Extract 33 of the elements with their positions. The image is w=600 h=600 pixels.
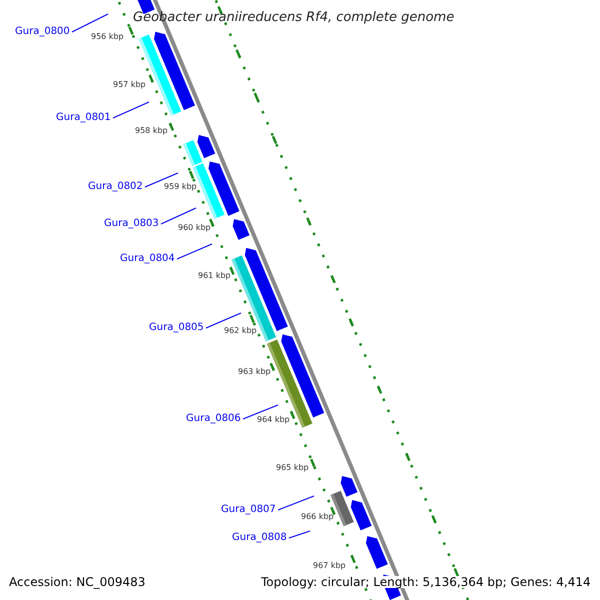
footer-text: Accession: NC_009483 xyxy=(9,576,146,588)
gene-label: Gura_0808 xyxy=(232,533,287,543)
scale-label: 963 kbp xyxy=(238,368,271,376)
leader-line xyxy=(72,14,108,32)
scale-label: 960 kbp xyxy=(178,224,211,232)
scale-label: 961 kbp xyxy=(198,272,231,280)
leader-line xyxy=(278,496,314,510)
gene-label: Gura_0801 xyxy=(56,113,111,123)
scale-label: 966 kbp xyxy=(301,513,334,521)
leader-line xyxy=(206,312,242,328)
leader-line xyxy=(242,404,278,420)
diagram-title: Geobacter uraniireducens Rf4, complete genome xyxy=(133,11,454,24)
scale-label: 962 kbp xyxy=(224,327,257,335)
leader-line xyxy=(288,530,310,538)
gene-label: Gura_0802 xyxy=(88,182,143,192)
gene-label: Gura_0804 xyxy=(120,254,175,264)
gene-label: Gura_0803 xyxy=(104,219,159,229)
scale-label: 958 kbp xyxy=(135,127,168,135)
leader-line xyxy=(160,208,196,224)
scale-label: 965 kbp xyxy=(276,464,309,472)
gene-label: Gura_0807 xyxy=(221,505,276,515)
footer-text: Topology: circular; Length: 5,136,364 bp; Genes: 4,414 xyxy=(261,576,591,588)
scale-label: 959 kbp xyxy=(164,183,197,191)
leader-line xyxy=(176,244,212,260)
scale-label: 967 kbp xyxy=(313,562,346,570)
scale-label: 957 kbp xyxy=(113,81,146,89)
leader-line xyxy=(112,102,150,118)
gene-label: Gura_0800 xyxy=(15,27,70,37)
scale-label: 964 kbp xyxy=(257,416,290,424)
gene-label: Gura_0806 xyxy=(186,414,241,424)
leader-line xyxy=(144,172,178,188)
scale-label: 956 kbp xyxy=(91,33,124,41)
gene-label: Gura_0805 xyxy=(149,323,204,333)
